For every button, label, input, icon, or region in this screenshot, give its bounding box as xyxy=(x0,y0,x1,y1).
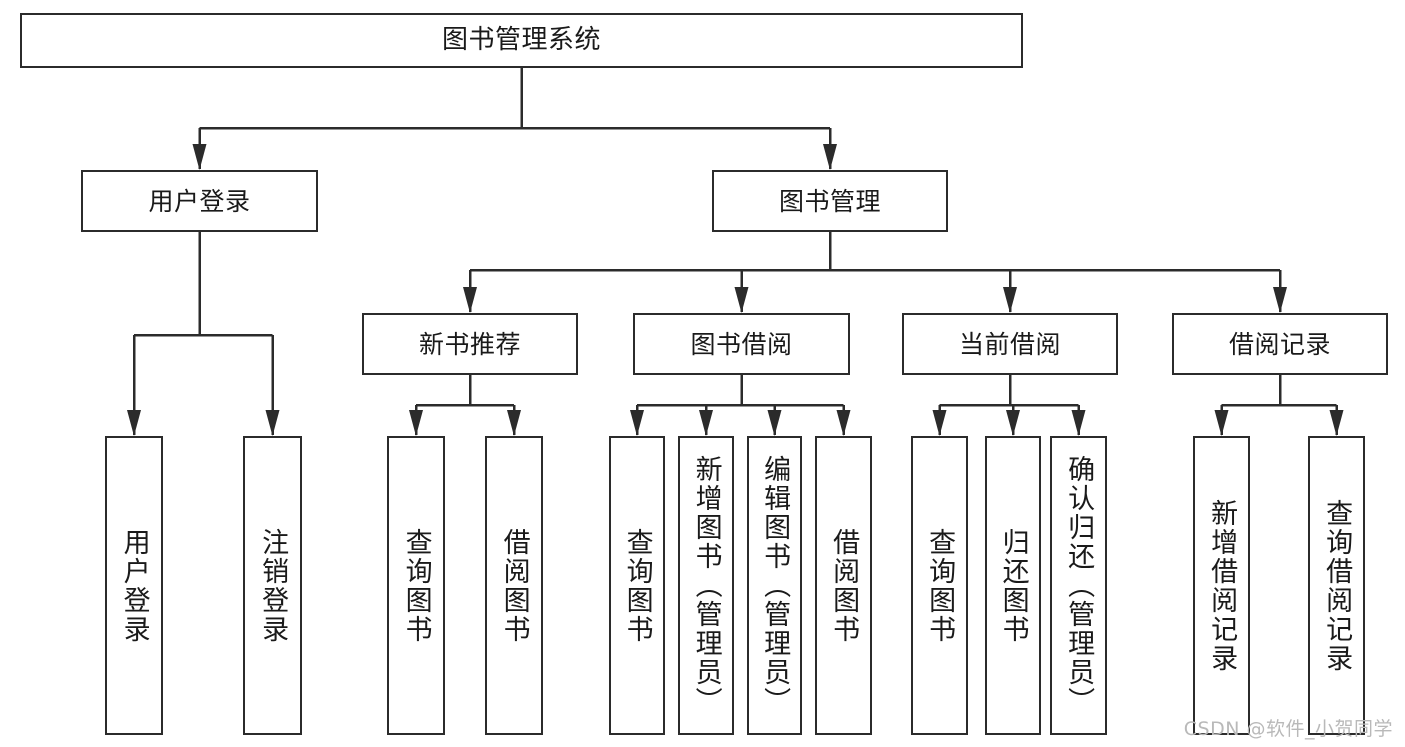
node-leaf-borrow-do[interactable]: 借阅图书 xyxy=(815,436,872,735)
arrow-head-icon-4-3 xyxy=(836,410,851,436)
node-leaf-cur-confirm[interactable]: 确认归还（管理员） xyxy=(1050,436,1107,735)
node-label-leaf-cur-return: 归还图书 xyxy=(997,527,1029,644)
node-leaf-cur-query[interactable]: 查询图书 xyxy=(911,436,968,735)
node-current-borrow[interactable]: 当前借阅 xyxy=(902,313,1118,375)
arrow-head-icon-1-2 xyxy=(1003,287,1017,313)
node-label-root: 图书管理系统 xyxy=(441,25,601,56)
node-root[interactable]: 图书管理系统 xyxy=(20,13,1023,68)
arrow-head-icon-4-1 xyxy=(699,410,713,436)
node-leaf-rec-query2[interactable]: 查询借阅记录 xyxy=(1308,436,1365,735)
node-leaf-user-logout[interactable]: 注销登录 xyxy=(243,436,302,735)
node-leaf-borrow-edit[interactable]: 编辑图书（管理员） xyxy=(747,436,802,735)
node-label-leaf-cur-confirm: 确认归还（管理员） xyxy=(1063,455,1095,716)
arrow-head-icon-6-0 xyxy=(1214,410,1229,436)
node-user-login[interactable]: 用户登录 xyxy=(81,170,318,232)
arrow-head-icon-3-0 xyxy=(409,410,423,436)
node-label-leaf-borrow-add: 新增图书（管理员） xyxy=(690,455,722,716)
node-label-leaf-rec-query2: 查询借阅记录 xyxy=(1321,498,1353,673)
node-label-current-borrow: 当前借阅 xyxy=(958,329,1061,359)
node-label-leaf-rec-add: 新增借阅记录 xyxy=(1206,498,1238,673)
arrow-head-icon-2-0 xyxy=(127,410,141,436)
arrow-head-icon-6-1 xyxy=(1329,410,1344,436)
arrow-head-icon-5-2 xyxy=(1071,410,1086,436)
arrow-head-icon-5-0 xyxy=(932,410,947,436)
arrow-head-icon-5-1 xyxy=(1006,410,1020,436)
node-label-user-login: 用户登录 xyxy=(148,186,251,216)
node-label-leaf-borrow-edit: 编辑图书（管理员） xyxy=(759,455,791,716)
node-borrow-record[interactable]: 借阅记录 xyxy=(1172,313,1388,375)
node-label-leaf-rec-query: 查询图书 xyxy=(400,527,432,644)
arrow-head-icon-3-1 xyxy=(507,410,521,436)
node-label-leaf-user-login: 用户登录 xyxy=(118,527,150,644)
node-label-leaf-user-logout: 注销登录 xyxy=(257,527,289,644)
node-leaf-cur-return[interactable]: 归还图书 xyxy=(985,436,1041,735)
node-label-book-borrow: 图书借阅 xyxy=(690,329,793,359)
arrow-head-icon-0-0 xyxy=(192,144,207,170)
node-leaf-rec-borrow[interactable]: 借阅图书 xyxy=(485,436,543,735)
node-leaf-rec-query[interactable]: 查询图书 xyxy=(387,436,445,735)
node-label-new-book-rec: 新书推荐 xyxy=(418,329,521,359)
node-leaf-borrow-add[interactable]: 新增图书（管理员） xyxy=(678,436,734,735)
node-book-manage[interactable]: 图书管理 xyxy=(712,170,948,232)
arrow-head-icon-4-0 xyxy=(630,410,644,436)
node-leaf-rec-add[interactable]: 新增借阅记录 xyxy=(1193,436,1250,735)
arrow-head-icon-0-1 xyxy=(823,144,837,170)
arrow-head-icon-1-1 xyxy=(734,287,749,313)
arrow-head-icon-2-1 xyxy=(265,410,280,436)
node-label-leaf-borrow-do: 借阅图书 xyxy=(828,527,860,644)
arrow-head-icon-1-3 xyxy=(1273,287,1287,313)
node-leaf-user-login[interactable]: 用户登录 xyxy=(105,436,163,735)
node-label-leaf-borrow-query: 查询图书 xyxy=(621,527,653,644)
node-new-book-rec[interactable]: 新书推荐 xyxy=(362,313,578,375)
node-label-book-manage: 图书管理 xyxy=(778,186,881,216)
csdn-watermark: CSDN @软件_小贺同学 xyxy=(1183,718,1393,740)
node-book-borrow[interactable]: 图书借阅 xyxy=(633,313,850,375)
arrow-head-icon-4-2 xyxy=(767,410,782,436)
node-leaf-borrow-query[interactable]: 查询图书 xyxy=(609,436,665,735)
node-label-leaf-cur-query: 查询图书 xyxy=(924,527,956,644)
node-label-borrow-record: 借阅记录 xyxy=(1228,329,1331,359)
node-label-leaf-rec-borrow: 借阅图书 xyxy=(498,527,530,644)
arrow-head-icon-1-0 xyxy=(463,287,477,313)
